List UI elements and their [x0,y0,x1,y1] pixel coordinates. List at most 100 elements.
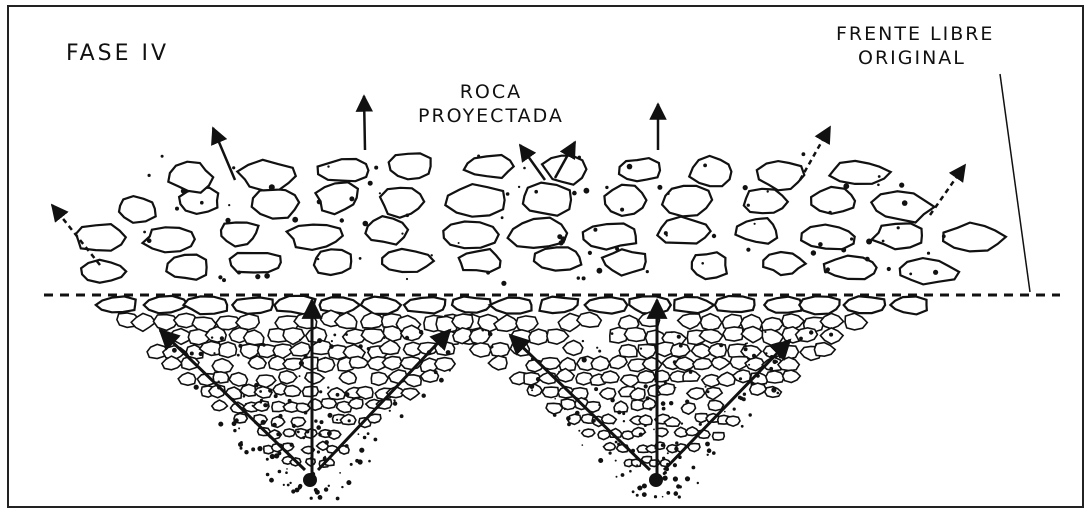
projected-rock [443,222,498,249]
debris-dot [529,384,534,389]
debris-dot [264,403,268,407]
debris-dot [733,408,736,411]
debris-dot [292,424,296,428]
debris-dot [637,487,639,489]
fractured-rock [766,371,785,383]
fractured-rock [601,371,619,383]
debris-dot [681,422,683,424]
debris-dot [642,492,647,497]
fractured-rock [494,315,519,332]
debris-dot [317,338,322,343]
debris-dot [172,348,177,353]
surface-rock [629,296,671,314]
fractured-rock [706,387,723,399]
debris-dot [264,273,270,279]
debris-dot [304,354,308,358]
debris-dot [685,400,689,404]
debris-dot [850,237,853,240]
debris-dot [692,466,696,470]
projected-rock [318,159,369,181]
debris-dot [636,494,639,497]
fractured-rock [306,327,327,342]
debris-dot [616,476,618,478]
debris-dot [877,184,880,187]
debris-dot [748,364,750,366]
debris-dot [446,350,451,355]
fractured-rock [303,386,319,396]
fractured-rock [624,328,646,342]
projected-rock [900,258,959,284]
debris-dot [329,344,334,349]
debris-dot [582,276,586,280]
debris-dot [333,334,336,337]
debris-dot [724,411,726,413]
debris-dot [664,471,667,474]
debris-dot [317,199,322,204]
projected-rock [757,161,805,190]
debris-dot [667,452,669,454]
debris-dot [824,270,828,274]
debris-dot [269,184,275,190]
fractured-rock [845,313,867,330]
fractured-rock [317,358,334,373]
fractured-rock [713,433,725,441]
debris-dot [673,463,677,467]
fractured-rock [305,373,324,384]
fractured-rock [783,370,801,382]
debris-dot [642,484,647,489]
debris-dot [419,330,423,334]
debris-dot [707,390,710,393]
debris-dot [664,381,667,384]
debris-dot [679,344,683,348]
debris-dot [662,496,664,498]
fractured-rock [619,345,637,357]
fractured-rock [561,399,576,410]
fractured-rock [229,373,247,387]
fractured-rock [212,400,228,411]
debris-dot [596,347,598,349]
debris-dot [742,397,746,401]
fractured-rock [212,359,233,374]
debris-dot [582,340,584,342]
debris-dot [252,405,254,407]
debris-dot [232,166,235,169]
projected-rock [237,160,295,191]
fractured-rock [382,357,402,370]
debris-dot [316,425,321,430]
debris-dot [213,352,215,354]
debris-dot [707,448,712,453]
debris-dot [320,420,324,424]
debris-dot [598,350,601,353]
debris-dot [379,192,381,194]
projection-arrow [364,96,365,150]
fractured-rock [380,340,400,354]
surface-rock [764,297,802,313]
debris-dot [771,387,776,392]
fractured-rock [361,329,385,344]
debris-dot [621,473,625,477]
debris-dot [340,218,344,222]
fractured-rock [820,313,843,328]
debris-dot [431,254,433,256]
debris-dot [305,430,309,434]
fractured-rock [658,384,675,395]
debris-dot [458,242,460,244]
debris-dot [752,354,756,358]
debris-dot [317,258,319,260]
debris-dot [359,448,364,453]
debris-dot [255,274,260,279]
debris-dot [828,211,831,214]
fractured-rock [559,358,576,371]
fractured-rock [582,429,595,437]
debris-dot [278,414,282,418]
debris-dot [283,484,285,486]
debris-dot [501,216,504,219]
debris-dot [299,361,304,366]
debris-dot [405,336,409,340]
fractured-rock [643,398,656,409]
debris-dot [254,383,259,388]
debris-dot [290,443,294,447]
fractured-rock [563,340,583,355]
debris-dot [181,188,186,193]
debris-dot [909,273,912,276]
